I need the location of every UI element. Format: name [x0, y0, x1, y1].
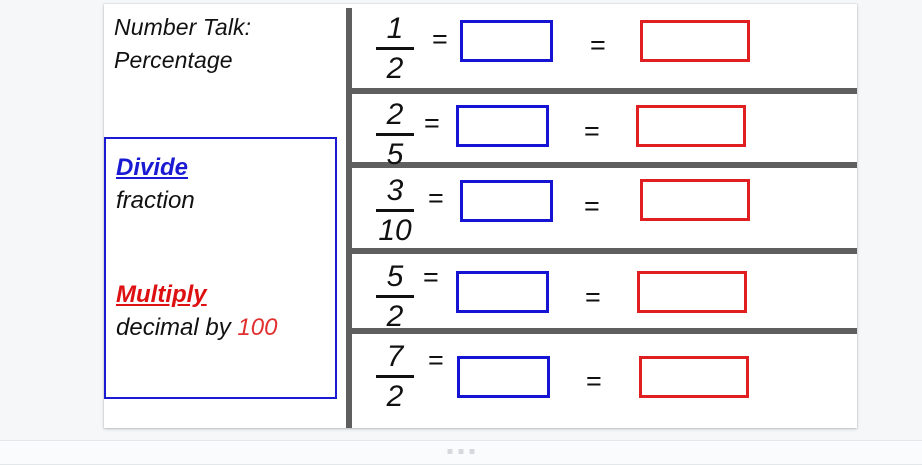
fraction-denominator: 5: [386, 138, 404, 171]
handle-dot: [447, 449, 453, 454]
divide-detail-text: fraction: [116, 187, 195, 214]
fraction-numerator: 5: [376, 260, 414, 298]
equals-sign-2: =: [586, 366, 602, 396]
handle-dot: [469, 449, 475, 454]
equals-sign-2: =: [584, 116, 600, 146]
handle-dot: [458, 449, 464, 454]
decimal-answer-box[interactable]: [460, 180, 553, 222]
percent-answer-box[interactable]: [639, 356, 749, 398]
fraction-row: 5 2 = =: [352, 254, 857, 336]
left-column: Number Talk: Percentage Divide fraction …: [104, 4, 347, 428]
percent-answer-box[interactable]: [640, 179, 750, 221]
fraction-denominator: 2: [386, 380, 404, 413]
equals-sign-1: =: [428, 183, 444, 213]
bottom-bar: [0, 441, 922, 465]
decimal-answer-box[interactable]: [456, 105, 549, 147]
slide-card: Number Talk: Percentage Divide fraction …: [104, 4, 857, 428]
fraction-row: 1 2 = =: [352, 6, 857, 88]
percent-answer-box[interactable]: [636, 105, 746, 147]
equals-sign-2: =: [585, 282, 601, 312]
divide-keyword: Divide: [116, 154, 189, 181]
equals-sign-2: =: [590, 30, 606, 60]
strategy-multiply-detail: decimal by 100: [116, 313, 277, 343]
percent-answer-box[interactable]: [640, 20, 750, 62]
strategy-multiply-line: Multiply: [116, 280, 207, 310]
fraction-value: 3 10: [366, 174, 424, 248]
multiply-detail-value: 100: [237, 314, 278, 341]
percent-answer-box[interactable]: [637, 271, 747, 313]
fraction-row: 2 5 = =: [352, 92, 857, 174]
row-divider: [352, 248, 857, 254]
page-title: Number Talk: Percentage: [114, 14, 252, 73]
fraction-denominator: 10: [378, 214, 412, 247]
fraction-row: 7 2 = =: [352, 334, 857, 416]
fraction-numerator: 1: [376, 12, 414, 50]
decimal-answer-box[interactable]: [460, 20, 553, 62]
fraction-value: 7 2: [366, 340, 424, 414]
decimal-answer-box[interactable]: [457, 356, 550, 398]
row-divider: [352, 88, 857, 94]
row-divider: [352, 162, 857, 168]
strategy-divide-line: Divide: [116, 153, 188, 183]
bottom-separator: [0, 440, 922, 441]
row-divider: [352, 328, 857, 334]
equals-sign-1: =: [423, 262, 439, 292]
multiply-keyword: Multiply: [116, 281, 207, 308]
column-divider: [346, 8, 352, 428]
equals-sign-2: =: [584, 191, 600, 221]
fraction-numerator: 7: [376, 340, 414, 378]
equals-sign-1: =: [432, 24, 448, 54]
fraction-rows-column: 1 2 = = 2 5 = = 3 10 =: [352, 4, 857, 428]
multiply-detail-text: decimal by: [116, 314, 238, 341]
fraction-numerator: 2: [376, 98, 414, 136]
fraction-denominator: 2: [386, 52, 404, 85]
fraction-value: 5 2: [366, 260, 424, 334]
strategy-panel: Divide fraction Multiply decimal by 100: [104, 137, 337, 399]
fraction-value: 1 2: [366, 12, 424, 86]
equals-sign-1: =: [428, 345, 444, 375]
drag-handle-dots-icon[interactable]: [447, 449, 475, 454]
fraction-value: 2 5: [366, 98, 424, 172]
strategy-divide-detail: fraction: [116, 186, 195, 216]
fraction-row: 3 10 = =: [352, 168, 857, 250]
fraction-numerator: 3: [376, 174, 414, 212]
decimal-answer-box[interactable]: [456, 271, 549, 313]
fraction-denominator: 2: [386, 300, 404, 333]
equals-sign-1: =: [424, 108, 440, 138]
